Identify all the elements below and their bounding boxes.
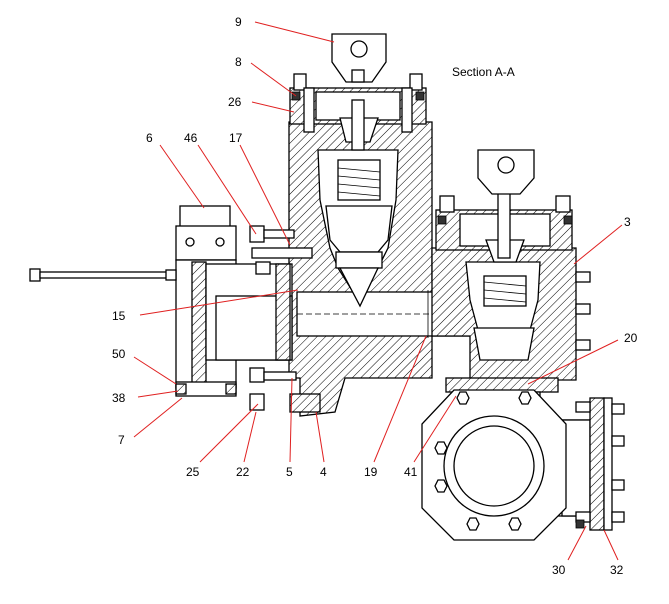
lifting-eye-pilot: [477, 149, 535, 195]
callout-4: 4: [320, 465, 327, 479]
callout-38: 38: [112, 391, 126, 405]
callout-32: 32: [610, 563, 624, 577]
callout-19: 19: [364, 465, 378, 479]
pilot-spring: [473, 275, 535, 361]
lifting-eye-main: [331, 33, 387, 83]
callout-labels: 9 8 26 6 46 17 3 15 20 50 38 7 25 22 5 4…: [112, 15, 638, 577]
callout-26: 26: [228, 95, 242, 109]
callout-46: 46: [184, 131, 198, 145]
callout-30: 30: [552, 563, 566, 577]
main-bonnet: [289, 73, 427, 151]
callout-41: 41: [404, 465, 418, 479]
callout-5: 5: [286, 465, 293, 479]
callout-6: 6: [146, 131, 153, 145]
callout-17: 17: [229, 131, 243, 145]
outlet-flange: [421, 389, 585, 541]
callout-20: 20: [624, 331, 638, 345]
main-spring: [325, 159, 393, 308]
callout-22: 22: [236, 465, 250, 479]
callout-8: 8: [235, 55, 242, 69]
callout-7: 7: [118, 433, 125, 447]
pilot-bonnet: [435, 187, 573, 263]
leader-lines: [133, 21, 623, 561]
callout-15: 15: [112, 309, 126, 323]
callout-25: 25: [186, 465, 200, 479]
inlet-flange: [175, 205, 293, 397]
section-title: Section A-A: [452, 65, 515, 79]
callout-50: 50: [112, 347, 126, 361]
rod: [29, 268, 177, 282]
inlet-bolts: [249, 225, 321, 413]
callout-9: 9: [235, 15, 242, 29]
callout-3: 3: [624, 215, 631, 229]
